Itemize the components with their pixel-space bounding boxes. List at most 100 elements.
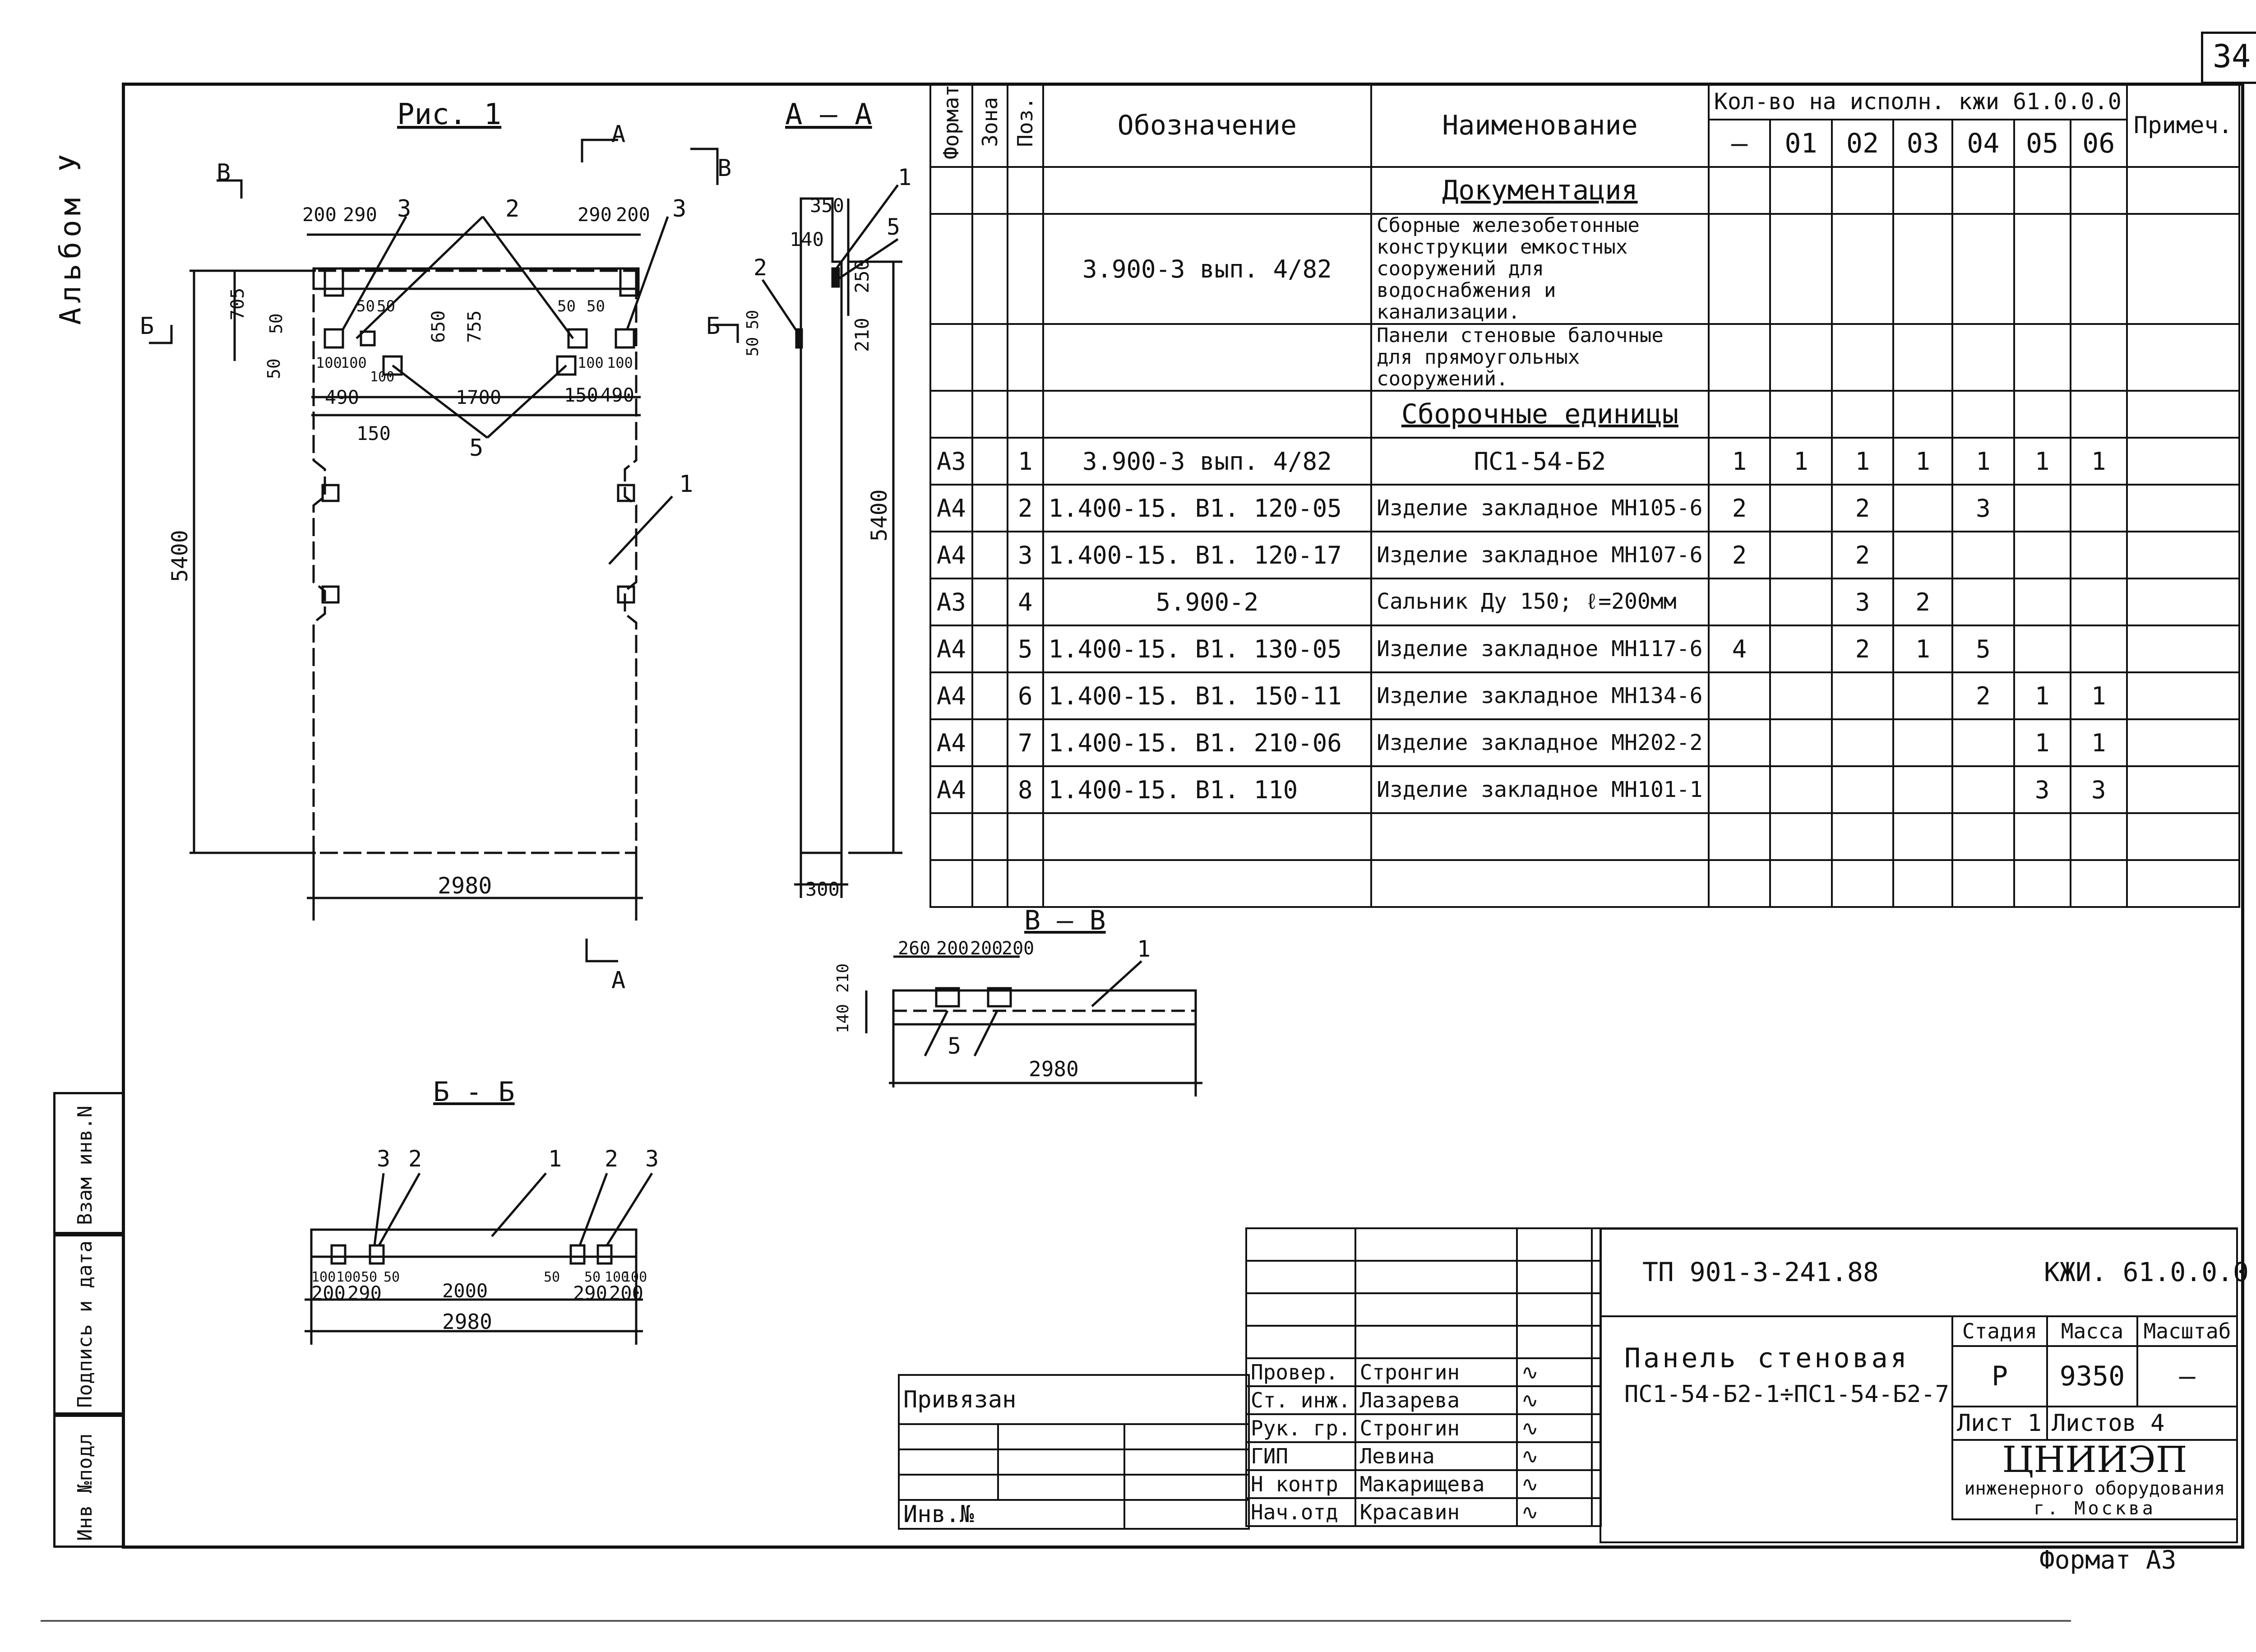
fig1-dim-755: 755 [464, 310, 485, 343]
bb-dim-50a: 50 [361, 1269, 377, 1285]
sheets-total: Листов 4 [2046, 1406, 2238, 1441]
aa-dim-250: 250 [851, 259, 873, 293]
fig1-pos-2: 2 [505, 195, 519, 222]
fig1-dim-50a: 50 [266, 313, 286, 334]
table-row: А4 3 1.400-15. В1. 120-17 Изделие заклад… [929, 531, 2241, 580]
stage-header: Стадия [1951, 1315, 2048, 1347]
bb-dim-100a: 100 [311, 1269, 336, 1285]
signature-icon: ∿ [1516, 1441, 1593, 1471]
section-aa-title: А – А [785, 98, 872, 131]
fig1-dim-150-l: 150 [356, 422, 391, 444]
aa-dim-140: 140 [790, 228, 824, 250]
side-stamp-inv: Инв №подл [53, 1412, 122, 1548]
bb-dim-100c: 100 [605, 1269, 629, 1285]
fig1-dim-200-l: 200 [302, 204, 337, 226]
stage-value: Р [1951, 1345, 2048, 1407]
title-block [1600, 1227, 2238, 1543]
fig1-dim-490-l: 490 [325, 386, 359, 408]
vv-dim-210: 210 [834, 963, 852, 993]
section-vv-labels: 260 200 200 200 1 140 210 5 2980 [834, 936, 1151, 1081]
aa-dim-5400: 5400 [867, 489, 892, 541]
org-subtitle: инженерного оборудования [1964, 1478, 2225, 1499]
organization-block: ЦНИИЭП инженерного оборудования г. Москв… [1951, 1439, 2238, 1520]
fig1-dim-200-r: 200 [616, 204, 650, 226]
side-stamp-signature: Подпись и дата [53, 1232, 122, 1417]
inv-no-label: Инв.№ [898, 1499, 1125, 1530]
aa-dim-300: 300 [805, 878, 840, 900]
section-bb [305, 1172, 653, 1345]
col-pos: Поз. [1006, 82, 1044, 168]
format-label: Формат А3 [2039, 1546, 2177, 1575]
scale-value: — [2136, 1345, 2238, 1407]
bb-dim-200-r: 200 [609, 1282, 643, 1304]
col-zone: Зона [971, 82, 1008, 168]
table-row: А4 5 1.400-15. В1. 130-05 Изделие заклад… [929, 625, 2241, 674]
project-code: ТП 901-3-241.88 [1642, 1257, 1879, 1287]
fig1-dim-100e: 100 [607, 354, 633, 371]
vv-dim-260: 260 [898, 938, 930, 959]
mass-value: 9350 [2046, 1345, 2138, 1407]
org-city: г. Москва [2034, 1498, 2156, 1519]
vv-dim-200b: 200 [970, 938, 1003, 959]
fig1-dim-100a: 100 [316, 354, 342, 371]
doc-name-1: Сборные железобетонные конструкции емкос… [1370, 213, 1710, 325]
variant-01: 01 [1769, 118, 1833, 168]
bb-dim-50b: 50 [384, 1269, 400, 1285]
bb-dim-50c: 50 [544, 1269, 560, 1285]
col-name: Наименование [1370, 82, 1710, 168]
variant-02: 02 [1831, 118, 1895, 168]
col-designation: Обозначение [1042, 82, 1373, 168]
sign-row: Провер.Стронгин∿ [1245, 1357, 1602, 1387]
org-name: ЦНИИЭП [2002, 1440, 2187, 1481]
fig1-dim-100d: 100 [578, 354, 604, 371]
bb-pos-2-r: 2 [605, 1146, 618, 1172]
bb-dim-200-l: 200 [311, 1282, 346, 1304]
variant-03: 03 [1892, 118, 1954, 168]
bb-dim-290-l: 290 [347, 1282, 382, 1304]
bb-pos-1: 1 [548, 1146, 562, 1172]
privyazan-label: Привязан [898, 1374, 1250, 1425]
section-bb-labels: 3 2 1 2 3 100 100 50 50 50 50 100 100 20… [311, 1146, 659, 1334]
table-row: А4 7 1.400-15. В1. 210-06 Изделие заклад… [929, 718, 2241, 768]
vv-dim-140: 140 [834, 1004, 852, 1033]
fig1-dim-100b: 100 [341, 354, 367, 371]
doc-designation: 3.900-3 вып. 4/82 [1042, 213, 1373, 325]
table-row: А4 2 1.400-15. В1. 120-05 Изделие заклад… [929, 484, 2241, 533]
fig1-pos-1: 1 [679, 471, 693, 498]
section-vv-title: В – В [1024, 905, 1106, 936]
doc-code: КЖИ. 61.0.0.0 [2044, 1257, 2249, 1287]
fig1-pos-3-l: 3 [397, 195, 411, 222]
fig1-dim-490-r: 490 [600, 384, 634, 406]
bb-dim-290-r: 290 [573, 1282, 607, 1304]
scan-line [41, 1620, 2071, 1622]
sign-row: Ст. инж.Лазарева∿ [1245, 1385, 1602, 1415]
vv-dim-200c: 200 [1002, 938, 1034, 959]
aa-pos-5: 5 [887, 214, 900, 240]
fig1-dim-290-l: 290 [343, 204, 377, 226]
specification-table: Формат Зона Поз. Обозначение Наименовани… [929, 82, 2241, 908]
aa-pos-2: 2 [754, 255, 767, 281]
fig1-mark-v-left: В [217, 159, 231, 186]
signature-icon: ∿ [1516, 1469, 1593, 1499]
table-row-empty [929, 812, 2241, 861]
fig1-dim-50c: 50 [356, 297, 375, 315]
fig1-mark-b-left: Б [140, 313, 154, 340]
bb-dim-2980: 2980 [442, 1310, 492, 1334]
bb-dim-2000: 2000 [442, 1280, 488, 1302]
spec-doc-row-2: Панели стеновые балочные для прямоугольн… [929, 323, 2241, 392]
variant-05: 05 [2013, 118, 2071, 168]
aa-pos-1: 1 [898, 164, 911, 190]
vv-pos-1: 1 [1137, 936, 1151, 962]
fig1-mark-a-top: А [611, 121, 625, 148]
table-row: А4 6 1.400-15. В1. 150-11 Изделие заклад… [929, 671, 2241, 721]
section-aa [761, 184, 902, 898]
spec-header-row-2: – 01 02 03 04 05 06 [930, 118, 2239, 168]
fig1-dim-5400: 5400 [167, 530, 193, 582]
signature-icon: ∿ [1516, 1497, 1593, 1527]
spec-header-row-1: Формат Зона Поз. Обозначение Наименовани… [929, 82, 2241, 168]
signature-icon: ∿ [1516, 1357, 1593, 1387]
spec-section-units: Сборочные единицы [929, 390, 2241, 439]
